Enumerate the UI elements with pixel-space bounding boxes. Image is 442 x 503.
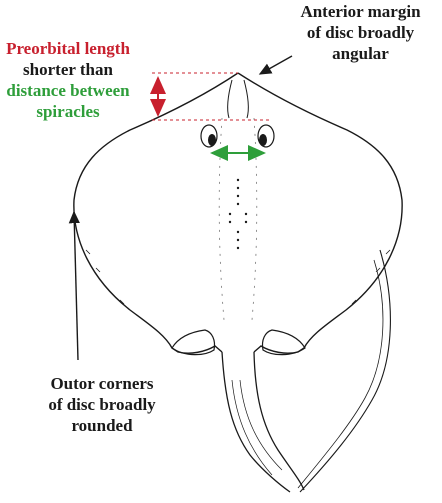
preorbital-label-line1: Preorbital length bbox=[0, 38, 158, 59]
right-pelvic-fin bbox=[262, 330, 305, 355]
tail-filament bbox=[300, 250, 390, 492]
tail-filament-inner bbox=[298, 260, 383, 488]
preorbital-label-line4: spiracles bbox=[0, 101, 158, 122]
fin-ray-marks bbox=[86, 250, 390, 304]
outer-corners-annotation: Outor corners of disc broadly rounded bbox=[22, 373, 182, 436]
anterior-label-line1: Anterior margin bbox=[273, 1, 442, 22]
anterior-label-line2: of disc broadly bbox=[273, 22, 442, 43]
outer-label-line1: Outor corners bbox=[22, 373, 182, 394]
anterior-margin-annotation: Anterior margin of disc broadly angular bbox=[273, 1, 442, 64]
preorbital-annotation: Preorbital length shorter than distance … bbox=[0, 38, 158, 122]
outer-label-line2: of disc broadly bbox=[22, 394, 182, 415]
tail bbox=[222, 352, 304, 492]
dorsal-thorns bbox=[229, 179, 247, 249]
preorbital-label-line3: distance between bbox=[0, 80, 158, 101]
right-eye bbox=[258, 125, 274, 147]
left-pelvic-fin bbox=[172, 330, 215, 355]
anterior-label-line3: angular bbox=[273, 43, 442, 64]
outer-label-line3: rounded bbox=[22, 415, 182, 436]
rostral-ridge bbox=[228, 80, 249, 118]
preorbital-label-line2: shorter than bbox=[0, 59, 158, 80]
left-eye bbox=[201, 125, 217, 147]
body-center bbox=[219, 118, 257, 320]
